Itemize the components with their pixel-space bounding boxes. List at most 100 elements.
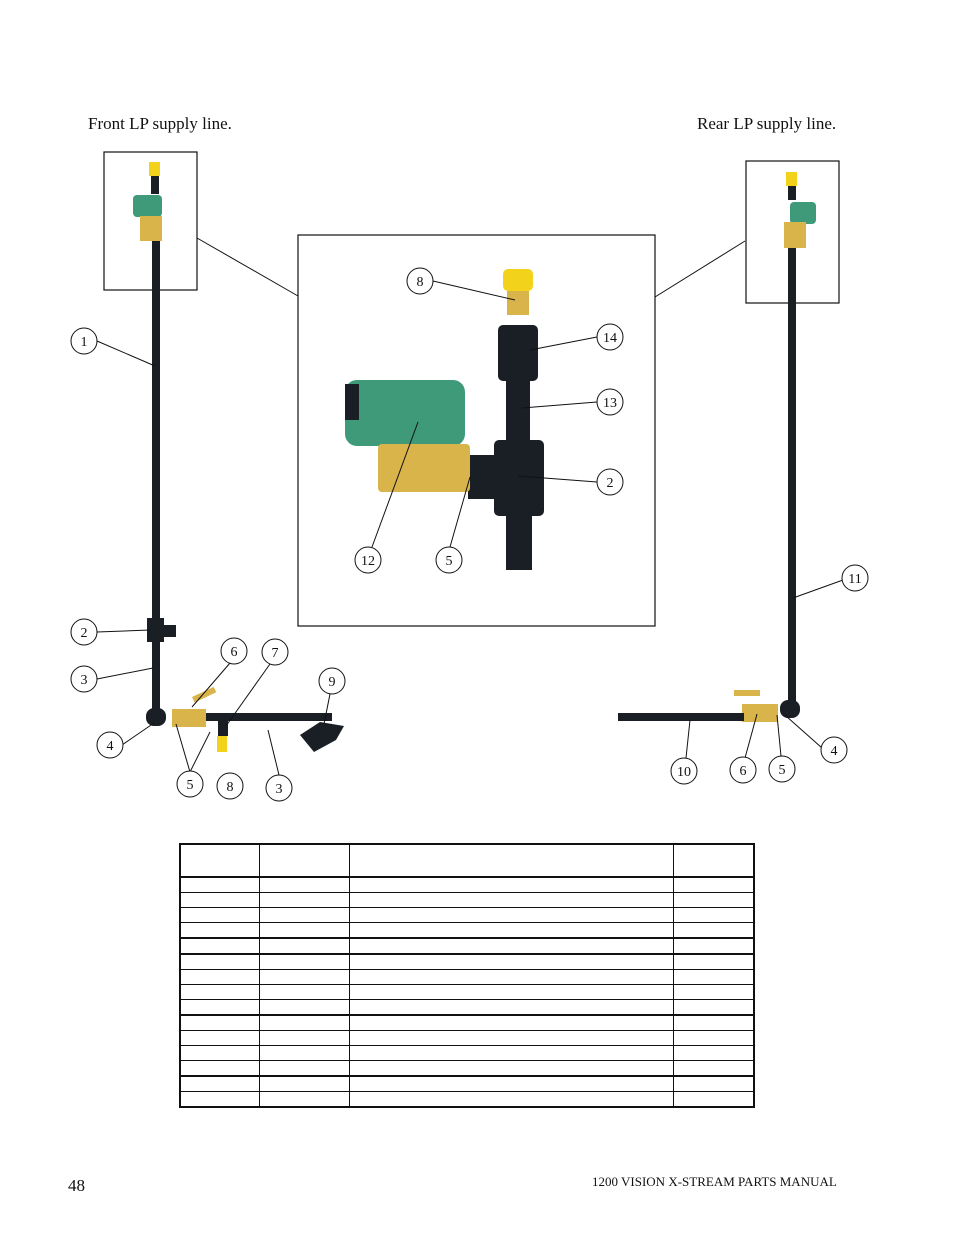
center-tee-side bbox=[468, 455, 496, 499]
callout-2: 2 bbox=[70, 618, 98, 646]
callout-6b: 6 bbox=[729, 756, 757, 784]
front-fitting bbox=[151, 176, 159, 194]
center-tee bbox=[494, 440, 544, 516]
svg-text:5: 5 bbox=[446, 554, 453, 569]
front-elbow bbox=[146, 708, 166, 726]
table-row bbox=[179, 907, 755, 923]
callout-6: 6 bbox=[220, 637, 248, 665]
table-row bbox=[179, 984, 755, 1000]
header-cell-qty bbox=[672, 843, 755, 878]
front-tee-down bbox=[218, 721, 228, 736]
callout-4b: 4 bbox=[820, 736, 848, 764]
callout-4: 4 bbox=[96, 731, 124, 759]
rear-lp-assembly bbox=[618, 160, 840, 722]
svg-text:8: 8 bbox=[417, 275, 424, 290]
rear-riser-pipe bbox=[788, 248, 796, 703]
rear-valve-handle bbox=[734, 690, 760, 696]
svg-text:12: 12 bbox=[361, 554, 375, 569]
front-end-bracket bbox=[300, 722, 344, 752]
callout-2b: 2 bbox=[596, 468, 624, 496]
table-row bbox=[179, 1030, 755, 1046]
front-tee bbox=[147, 618, 164, 642]
rear-fitting bbox=[788, 186, 796, 200]
svg-text:9: 9 bbox=[329, 675, 336, 690]
callout-13: 13 bbox=[596, 388, 624, 416]
callout-14: 14 bbox=[596, 323, 624, 351]
table-row bbox=[179, 1075, 755, 1092]
header-cell-item bbox=[179, 843, 261, 878]
rear-horizontal-pipe bbox=[618, 713, 744, 721]
front-valve-handle bbox=[192, 686, 217, 703]
front-valve-body bbox=[172, 709, 206, 727]
center-detail-frame bbox=[297, 234, 656, 627]
front-horizontal-pipe bbox=[206, 713, 332, 721]
callout-11: 11 bbox=[841, 564, 869, 592]
svg-text:3: 3 bbox=[276, 782, 283, 797]
center-valve-body bbox=[378, 444, 470, 492]
front-solenoid-coil bbox=[133, 195, 162, 217]
svg-text:3: 3 bbox=[81, 673, 88, 688]
callout-3b: 3 bbox=[265, 774, 293, 802]
svg-text:4: 4 bbox=[107, 739, 114, 754]
svg-text:4: 4 bbox=[831, 744, 838, 759]
table-row bbox=[179, 953, 755, 970]
table-row bbox=[179, 1045, 755, 1061]
center-solenoid-coil bbox=[345, 380, 465, 446]
svg-text:11: 11 bbox=[848, 572, 861, 587]
table-row bbox=[179, 876, 755, 893]
parts-table-header bbox=[179, 843, 755, 878]
table-row bbox=[179, 892, 755, 908]
front-cap bbox=[149, 162, 160, 176]
callout-8: 8 bbox=[216, 772, 244, 800]
front-down-cap bbox=[217, 736, 227, 752]
front-riser-pipe bbox=[152, 241, 160, 621]
table-row bbox=[179, 1060, 755, 1077]
table-row bbox=[179, 969, 755, 985]
table-row bbox=[179, 922, 755, 939]
callout-9: 9 bbox=[318, 667, 346, 695]
svg-text:2: 2 bbox=[81, 626, 88, 641]
center-yellow-cap bbox=[503, 269, 533, 291]
header-cell-description bbox=[348, 843, 674, 878]
parts-table bbox=[179, 843, 755, 1108]
center-detail bbox=[196, 234, 746, 627]
svg-text:10: 10 bbox=[677, 765, 691, 780]
rear-solenoid-coil bbox=[790, 202, 816, 224]
callout-1: 1 bbox=[70, 327, 98, 355]
header-cell-part bbox=[259, 843, 350, 878]
svg-text:2: 2 bbox=[607, 476, 614, 491]
manual-title: 1200 VISION X-STREAM PARTS MANUAL bbox=[592, 1174, 837, 1189]
center-coupling bbox=[498, 325, 538, 381]
callout-5c: 5 bbox=[435, 546, 463, 574]
svg-text:6: 6 bbox=[231, 645, 238, 660]
page-number: 48 bbox=[68, 1176, 85, 1195]
callout-8b: 8 bbox=[406, 267, 434, 295]
svg-text:8: 8 bbox=[227, 780, 234, 795]
front-tee-plug bbox=[164, 625, 176, 637]
svg-text:5: 5 bbox=[779, 763, 786, 778]
callout-5d: 5 bbox=[768, 755, 796, 783]
callout-7: 7 bbox=[261, 638, 289, 666]
table-row bbox=[179, 937, 755, 955]
table-row bbox=[179, 1091, 755, 1108]
rear-elbow bbox=[780, 700, 800, 718]
table-row bbox=[179, 999, 755, 1016]
rear-solenoid-body bbox=[784, 222, 806, 248]
leader-lines bbox=[96, 280, 844, 776]
callout-5: 5 bbox=[176, 770, 204, 798]
front-lp-assembly bbox=[103, 151, 344, 752]
table-row bbox=[179, 1014, 755, 1031]
center-brass-fitting bbox=[507, 291, 529, 315]
center-nipple bbox=[506, 381, 530, 441]
svg-text:14: 14 bbox=[603, 331, 617, 346]
lp-supply-diagram: 1 2 3 4 5 5 6 7 8 9 3 8 14 13 2 12 5 11 … bbox=[70, 151, 869, 802]
rear-cap bbox=[786, 172, 797, 186]
svg-text:13: 13 bbox=[603, 396, 617, 411]
callout-10: 10 bbox=[670, 757, 698, 785]
callout-12: 12 bbox=[354, 546, 382, 574]
front-detail-frame bbox=[103, 151, 198, 291]
rear-caption: Rear LP supply line. bbox=[697, 114, 837, 133]
front-caption: Front LP supply line. bbox=[88, 114, 232, 133]
rear-valve-body bbox=[742, 704, 778, 722]
callout-3: 3 bbox=[70, 665, 98, 693]
